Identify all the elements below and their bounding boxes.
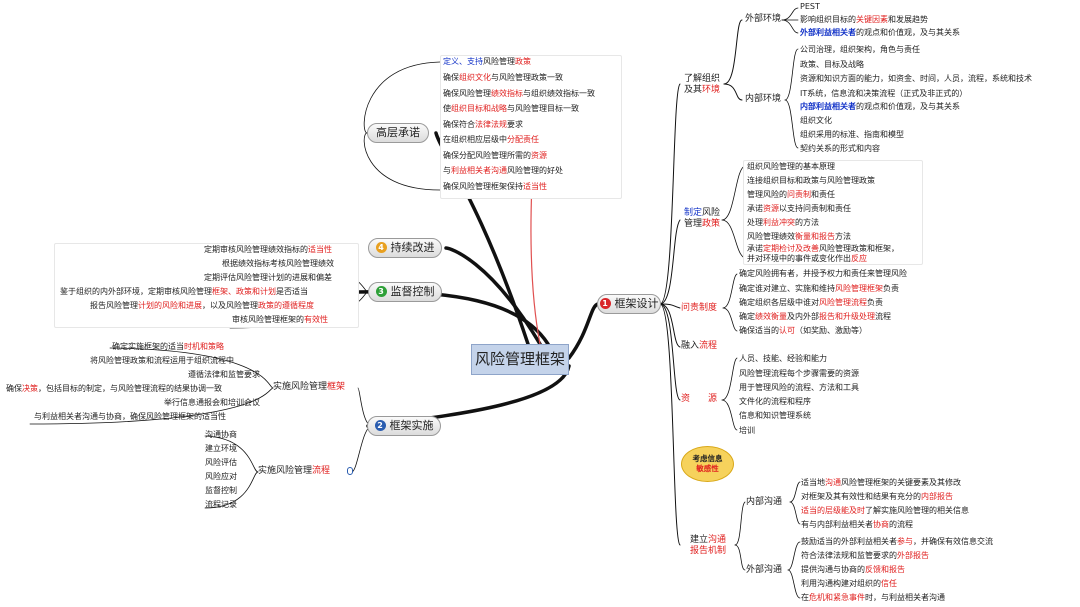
impl-process-item: 流程记录 xyxy=(205,500,237,509)
monitor-item: 报告风险管理计划的风险和进展，以及风险管理政策的遵循程度 xyxy=(90,301,314,310)
impl-process-item: 风险评估 xyxy=(205,458,237,467)
commitment-item: 确保组织文化与风险管理政策一致 xyxy=(443,73,563,82)
accountability-item: 确保适当的认可（如奖励、激励等） xyxy=(739,326,867,335)
monitor-item: 定期审核风险管理绩效指标的适当性 xyxy=(204,245,332,254)
policy-item: 组织风险管理的基本原理 xyxy=(747,162,835,171)
collapse-icon[interactable] xyxy=(347,467,353,475)
set-policy-node[interactable]: 制定风险管理政策 xyxy=(683,208,721,229)
impl-process-item: 沟通协商 xyxy=(205,430,237,439)
integrate-process-node[interactable]: 融入流程 xyxy=(681,341,718,351)
external-communication-node[interactable]: 外部沟通 xyxy=(746,565,783,575)
impl-process-item: 风险应对 xyxy=(205,472,237,481)
resource-item: 风险管理流程每个步骤需要的资源 xyxy=(739,369,859,378)
internal-comm-item: 对框架及其有效性和结果有充分的内部报告 xyxy=(801,492,953,501)
external-env-node[interactable]: 外部环境 xyxy=(745,14,782,24)
implement-process-node[interactable]: 实施风险管理流程 xyxy=(258,466,331,476)
impl-framework-item: 将风险管理政策和流程运用于组织流程中 xyxy=(90,356,234,365)
priority-1-icon: 1 xyxy=(599,298,611,309)
commitment-item: 确保符合法律法规要求 xyxy=(443,120,523,129)
policy-item: 处理利益冲突的方法 xyxy=(747,218,819,227)
external-item: 影响组织目标的关键因素和发展趋势 xyxy=(800,15,928,24)
policy-item: 风险管理绩效衡量和报告方法 xyxy=(747,232,851,241)
policy-item: 承诺资源以支持问责制和责任 xyxy=(747,204,851,213)
internal-item: 公司治理，组织架构，角色与责任 xyxy=(800,45,920,54)
internal-env-node[interactable]: 内部环境 xyxy=(745,94,782,104)
internal-item: 组织文化 xyxy=(800,116,832,125)
accountability-item: 确定风险拥有者，并授予权力和责任来管理风险 xyxy=(739,269,907,278)
commitment-item: 确保风险管理绩效指标与组织绩效指标一致 xyxy=(443,89,595,98)
commitment-item: 定义、支持风险管理政策 xyxy=(443,57,531,66)
topic-label: 框架设计 xyxy=(614,297,659,310)
policy-item: 连接组织目标和政策与风险管理政策 xyxy=(747,176,875,185)
external-comm-item: 鼓励适当的外部利益相关者参与，并确保有效信息交流 xyxy=(801,537,993,546)
monitor-item: 鉴于组织的内外部环境，定期审核风险管理框架、政策和计划是否适当 xyxy=(60,287,308,296)
commitment-group xyxy=(440,55,622,199)
external-item: 外部利益相关者的观点和价值观，及与其关系 xyxy=(800,28,960,37)
resource-item: 信息和知识管理系统 xyxy=(739,411,811,420)
resource-item: 文件化的流程和程序 xyxy=(739,397,811,406)
policy-group xyxy=(743,160,923,265)
internal-item: IT系统，信息流和决策流程（正式及非正式的） xyxy=(800,89,968,98)
impl-framework-item: 举行信息通报会和培训会议 xyxy=(164,398,260,407)
topic-label: 监督控制 xyxy=(390,285,435,298)
understand-org-node[interactable]: 了解组织及其环境 xyxy=(683,74,721,95)
implement-framework-node[interactable]: 实施风险管理框架 xyxy=(273,382,346,392)
accountability-item: 确定谁对建立、实施和维持风险管理框架负责 xyxy=(739,284,899,293)
monitor-item: 定期评估风险管理计划的进展和偏差 xyxy=(204,273,332,282)
resource-item: 培训 xyxy=(739,426,755,435)
policy-item: 承诺定期检讨及改善风险管理政策和框架， xyxy=(747,244,899,253)
internal-comm-item: 有与内部利益相关者协商的流程 xyxy=(801,520,913,529)
commitment-item: 在组织相应层级中分配责任 xyxy=(443,135,539,144)
internal-item: 政策、目标及战略 xyxy=(800,60,864,69)
internal-comm-item: 适当地沟通风险管理框架的关键要素及其修改 xyxy=(801,478,961,487)
topic-label: 框架实施 xyxy=(389,419,434,432)
external-comm-item: 提供沟通与协商的反馈和报告 xyxy=(801,565,905,574)
external-comm-item: 符合法律法规和监管要求的外部报告 xyxy=(801,551,929,560)
confidentiality-callout: 考虑信息敏感性 xyxy=(681,446,734,482)
internal-item: 契约关系的形式和内容 xyxy=(800,144,880,153)
topic-label: 持续改进 xyxy=(390,241,435,254)
priority-4-icon: 4 xyxy=(375,242,387,253)
impl-framework-item: 确定实施框架的适当时机和策略 xyxy=(112,342,224,351)
policy-item: 管理风险的问责制和责任 xyxy=(747,190,835,199)
external-comm-item: 利用沟通构建对组织的信任 xyxy=(801,579,897,588)
commitment-item: 与利益相关者沟通风险管理的好处 xyxy=(443,166,563,175)
impl-process-item: 建立环境 xyxy=(205,444,237,453)
topic-label: 高层承诺 xyxy=(376,126,420,139)
impl-framework-item: 遵循法律和监管要求 xyxy=(188,370,260,379)
priority-3-icon: 3 xyxy=(375,286,387,297)
priority-2-icon: 2 xyxy=(374,420,386,431)
external-comm-item: 在危机和紧急事件时，与利益相关者沟通 xyxy=(801,593,945,602)
internal-item: 内部利益相关者的观点和价值观，及与其关系 xyxy=(800,102,960,111)
resource-item: 用于管理风险的流程、方法和工具 xyxy=(739,383,859,392)
policy-item: 并对环境中的事件或变化作出反应 xyxy=(747,254,867,263)
monitor-group xyxy=(54,243,359,328)
internal-item: 组织采用的标准、指南和模型 xyxy=(800,130,904,139)
resource-item: 人员、技能、经验和能力 xyxy=(739,354,827,363)
accountability-item: 确定组织各层级中谁对风险管理流程负责 xyxy=(739,298,883,307)
commitment-item: 确保风险管理框架保持适当性 xyxy=(443,182,547,191)
accountability-item: 确定绩效衡量及内外部报告和升级处理流程 xyxy=(739,312,891,321)
impl-framework-item: 确保决策，包括目标的制定，与风险管理流程的结果协调一致 xyxy=(6,384,222,393)
central-topic[interactable]: 风险管理框架 xyxy=(471,344,569,375)
monitor-item: 根据绩效指标考核风险管理绩效 xyxy=(222,259,334,268)
resources-node[interactable]: 资 源 xyxy=(681,394,718,404)
external-item: PEST xyxy=(800,2,820,11)
topic-senior-commitment[interactable]: 高层承诺 xyxy=(367,123,429,143)
commitment-item: 确保分配风险管理所需的资源 xyxy=(443,151,547,160)
communication-mechanism-node[interactable]: 建立沟通报告机制 xyxy=(689,535,727,556)
internal-item: 资源和知识方面的能力，如资金、时间，人员，流程，系统和技术 xyxy=(800,74,1032,83)
accountability-node[interactable]: 问责制度 xyxy=(681,303,718,313)
internal-comm-item: 适当的层级能及时了解实施风险管理的相关信息 xyxy=(801,506,969,515)
monitor-item: 审核风险管理框架的有效性 xyxy=(232,315,328,324)
impl-framework-item: 与利益相关者沟通与协商，确保风险管理框架的适当性 xyxy=(34,412,226,421)
commitment-item: 使组织目标和战略与风险管理目标一致 xyxy=(443,104,579,113)
impl-process-item: 监督控制 xyxy=(205,486,237,495)
internal-communication-node[interactable]: 内部沟通 xyxy=(746,497,783,507)
